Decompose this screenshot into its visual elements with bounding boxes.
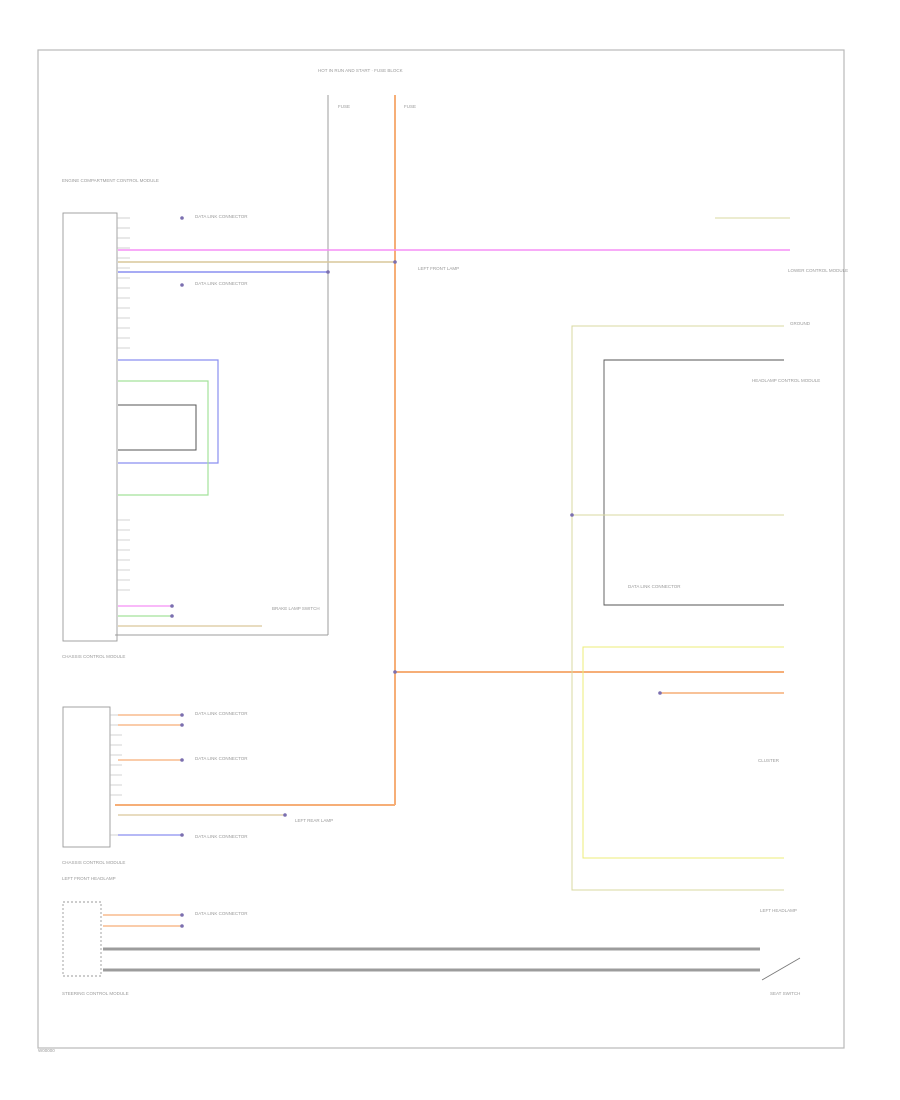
footer-code: W00000 [38,1048,55,1053]
diagram-frame [37,49,845,1049]
data-link-f: DATA LINK CONNECTOR [195,834,248,839]
splice-c-label: LEFT REAR LAMP [295,818,333,823]
engine-module-bottom-label: CHASSIS CONTROL MODULE [62,654,125,659]
splice-a-label: BRAKE LAMP SWITCH [272,606,320,611]
bottom-right2-label: SEAT SWITCH [770,991,800,996]
mid-module-label: CHASSIS CONTROL MODULE [62,860,125,865]
data-link-b: DATA LINK CONNECTOR [195,281,248,286]
blue-loop-wire [118,359,219,464]
data-link-d: DATA LINK CONNECTOR [195,756,248,761]
top-source-label: HOT IN RUN AND START · FUSE BLOCK [318,68,403,73]
black-right-loop [603,359,784,606]
splice-b-label: LEFT FRONT LAMP [418,266,459,271]
steering-control-module-box [62,901,102,977]
bottom-right-label: LEFT HEADLAMP [760,908,797,913]
fuse-b-label: FUSE [404,104,416,109]
data-link-e: DATA LINK CONNECTOR [195,911,248,916]
seat-switch-symbol [761,957,801,981]
data-link-g: DATA LINK CONNECTOR [628,584,681,589]
chassis-control-module-box [62,706,111,848]
engine-module-pins [117,217,130,591]
green-loop-wire [118,380,209,496]
data-link-c: DATA LINK CONNECTOR [195,711,248,716]
engine-control-module-box [62,212,118,642]
ref-top-right-label: GROUND [790,321,811,326]
right-module-label: CLUSTER [758,758,780,763]
fuse-a-label: FUSE [338,104,350,109]
black-loop-wire [118,404,197,451]
left-module-label: STEERING CONTROL MODULE [62,991,129,996]
mid-right-module-label: HEADLAMP CONTROL MODULE [752,378,820,383]
top-right-module-label: LOWER CONTROL MODULE [788,268,848,273]
engine-module-label: ENGINE COMPARTMENT CONTROL MODULE [62,178,159,183]
data-link-a: DATA LINK CONNECTOR [195,214,248,219]
mid-module-bottom-label: LEFT FRONT HEADLAMP [62,876,116,881]
olive-right-loop [571,325,784,891]
connector-markers [170,216,662,928]
yellow-right-loop [582,646,784,859]
chassis-module-pins [110,714,122,836]
